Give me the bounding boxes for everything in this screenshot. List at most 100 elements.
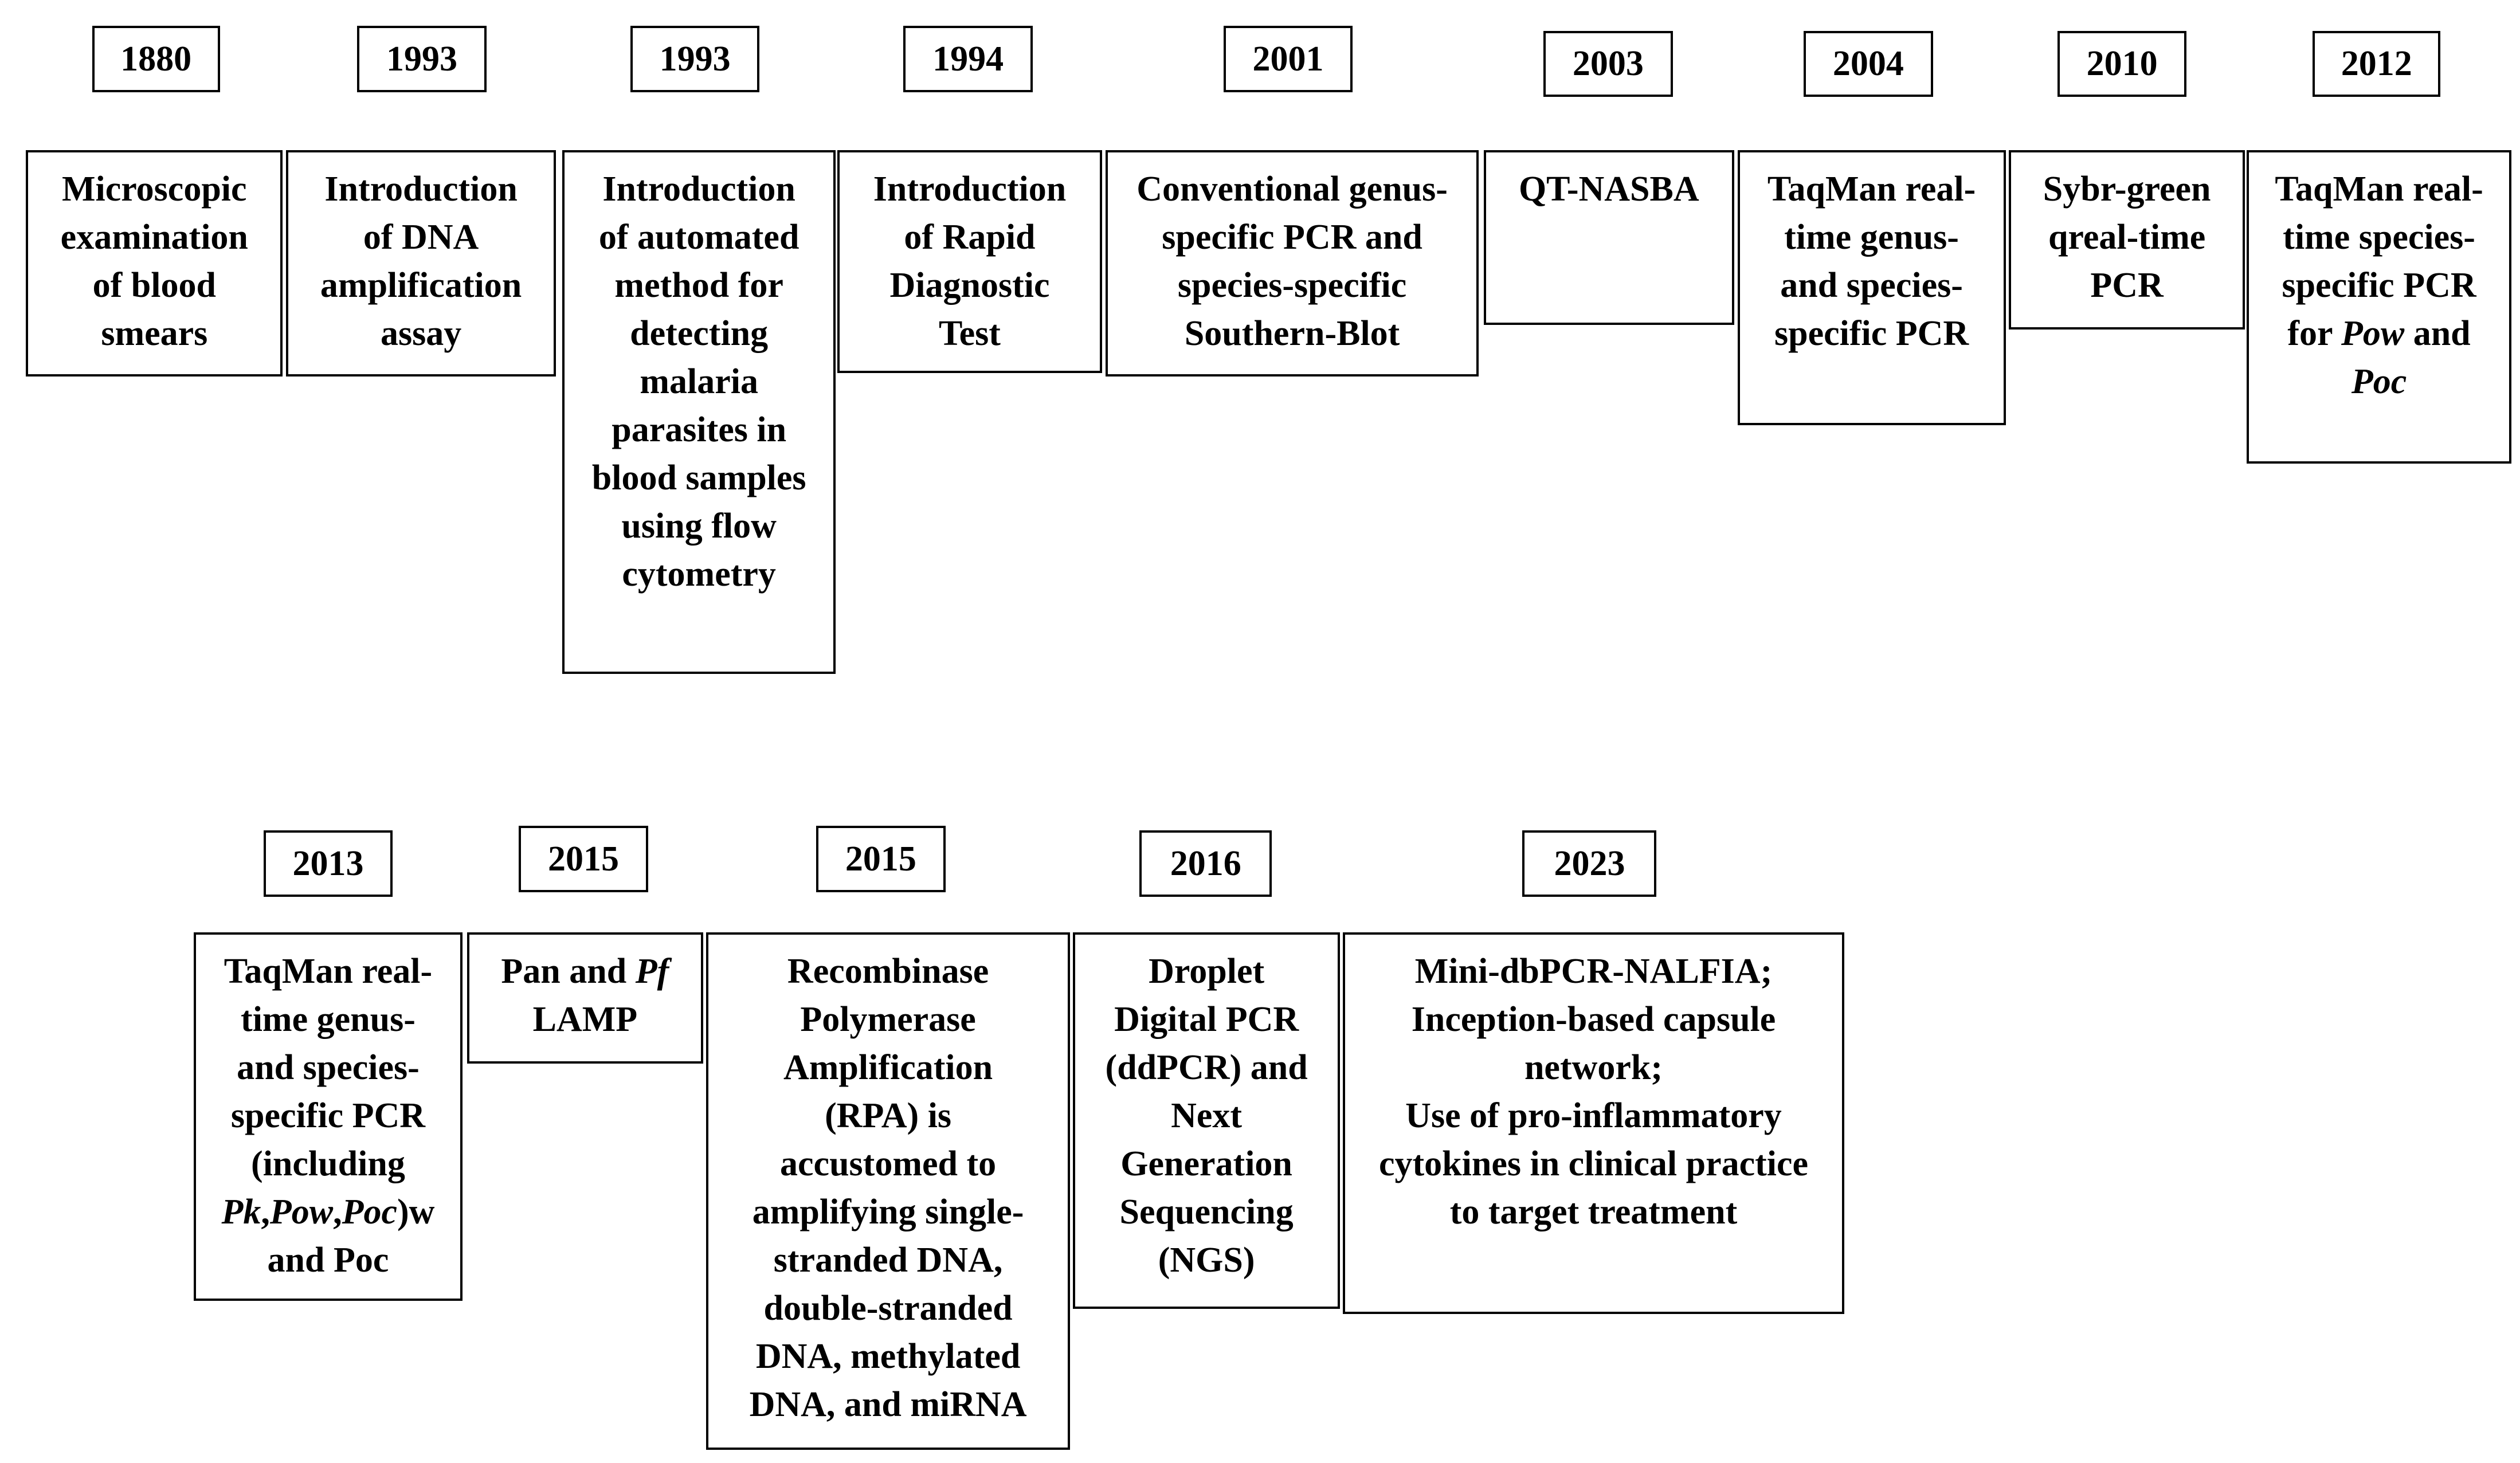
event-text-line: Sequencing [1075,1188,1337,1236]
text-segment: )w [397,1193,435,1232]
event-text-line: Inception-based capsule [1345,995,1841,1044]
event-text-line: Amplification [708,1044,1068,1092]
event-text-line: Southern-Blot [1108,309,1476,358]
event-text-line: and species- [196,1044,460,1092]
event-text-line: examination [28,213,280,261]
text-segment: Introduction [324,170,518,209]
event-text-line: time species- [2249,213,2509,261]
year-box: 2023 [1522,830,1657,897]
text-segment: accustomed to [780,1144,997,1184]
text-segment: QT-NASBA [1518,170,1699,209]
text-segment: amplification [320,266,522,305]
text-segment: Test [939,314,1001,354]
event-text-line: of automated [565,213,833,261]
event-text-line: Pk,Pow,Poc)w [196,1188,460,1236]
text-segment: assay [380,314,462,354]
text-segment: cytometry [622,555,776,594]
text-segment: (ddPCR) and [1105,1048,1308,1088]
event-text-line: for Pow and [2249,309,2509,358]
text-segment: Inception-based capsule [1411,1000,1776,1040]
text-segment: (including [251,1144,405,1184]
text-segment: Conventional genus- [1136,170,1448,209]
text-segment: Digital PCR [1114,1000,1299,1040]
event-text-line: cytokines in clinical practice [1345,1140,1841,1188]
event-text-line: specific PCR and [1108,213,1476,261]
text-segment: PCR [2090,266,2164,305]
text-segment: specific PCR [2282,266,2476,305]
event-text-line: Sybr-green [2011,165,2243,213]
event-box: QT-NASBA [1483,150,1734,325]
text-segment: specific PCR and [1162,218,1422,257]
text-segment: blood samples [591,458,806,498]
event-text-line: DNA, methylated [708,1332,1068,1380]
year-box: 2003 [1543,30,1673,97]
text-segment: TaqMan real- [1767,170,1976,209]
year-box: 1880 [92,26,220,92]
event-text-line: DNA, and miRNA [708,1380,1068,1429]
year-box: 1993 [357,26,487,92]
text-segment: for [2287,314,2341,354]
event-text-line: Introduction [565,165,833,213]
year-box: 2004 [1804,30,1933,97]
year-box: 2010 [2057,30,2187,97]
text-segment: specific PCR [1774,314,1969,354]
event-text-line: of blood [28,261,280,309]
species-name: Poc [342,1193,397,1232]
text-segment: network; [1524,1048,1663,1088]
event-text-line: Use of pro-inflammatory [1345,1092,1841,1140]
event-text-line: time genus- [1740,213,2004,261]
text-segment: cytokines in clinical practice [1378,1144,1809,1184]
text-segment: examination [60,218,248,257]
species-name: Pk [221,1193,261,1232]
event-text-line: specific PCR [1740,309,2004,358]
text-segment: using flow [621,507,777,546]
text-segment: TaqMan real- [224,952,433,991]
text-segment: and species- [1780,266,1963,305]
event-text-line: amplification [288,261,554,309]
event-text-line: cytometry [565,550,833,598]
text-segment: Microscopic [62,170,247,209]
text-segment: species-specific [1177,266,1407,305]
species-name: Pf [635,952,669,991]
event-text-line: smears [28,309,280,358]
year-box: 1994 [903,26,1033,92]
event-text-line: stranded DNA, [708,1236,1068,1284]
text-segment: DNA, methylated [755,1337,1021,1376]
text-segment: and species- [237,1048,420,1088]
text-segment: Polymerase [800,1000,976,1040]
year-box: 2015 [816,826,946,892]
event-text-line: (NGS) [1075,1236,1337,1284]
text-segment: Recombinase [787,952,989,991]
event-text-line: Introduction [288,165,554,213]
event-text-line: species-specific [1108,261,1476,309]
event-text-line: of DNA [288,213,554,261]
event-text-line: TaqMan real- [2249,165,2509,213]
text-segment: method for [614,266,783,305]
event-text-line: TaqMan real- [1740,165,2004,213]
text-segment: Introduction [873,170,1067,209]
event-text-line: and Poc [196,1236,460,1284]
event-text-line: Droplet [1075,947,1337,995]
event-text-line: Test [840,309,1100,358]
event-text-line: detecting [565,309,833,358]
event-text-line: malaria [565,358,833,406]
event-text-line: to target treatment [1345,1188,1841,1236]
event-text-line: LAMP [469,995,701,1044]
year-box: 2012 [2313,30,2441,97]
text-segment: , [261,1193,270,1232]
text-segment: stranded DNA, [773,1241,1003,1280]
event-box: TaqMan real-time genus-and species-speci… [194,932,463,1301]
event-box: Introduction of DNA amplification assay [286,150,556,377]
text-segment: Sequencing [1119,1193,1294,1232]
event-text-line: TaqMan real- [196,947,460,995]
text-segment: Pan and [501,952,636,991]
event-text-line: assay [288,309,554,358]
event-text-line: Pan and Pf [469,947,701,995]
year-box: 2001 [1223,26,1353,92]
text-segment: DNA, and miRNA [749,1385,1027,1425]
